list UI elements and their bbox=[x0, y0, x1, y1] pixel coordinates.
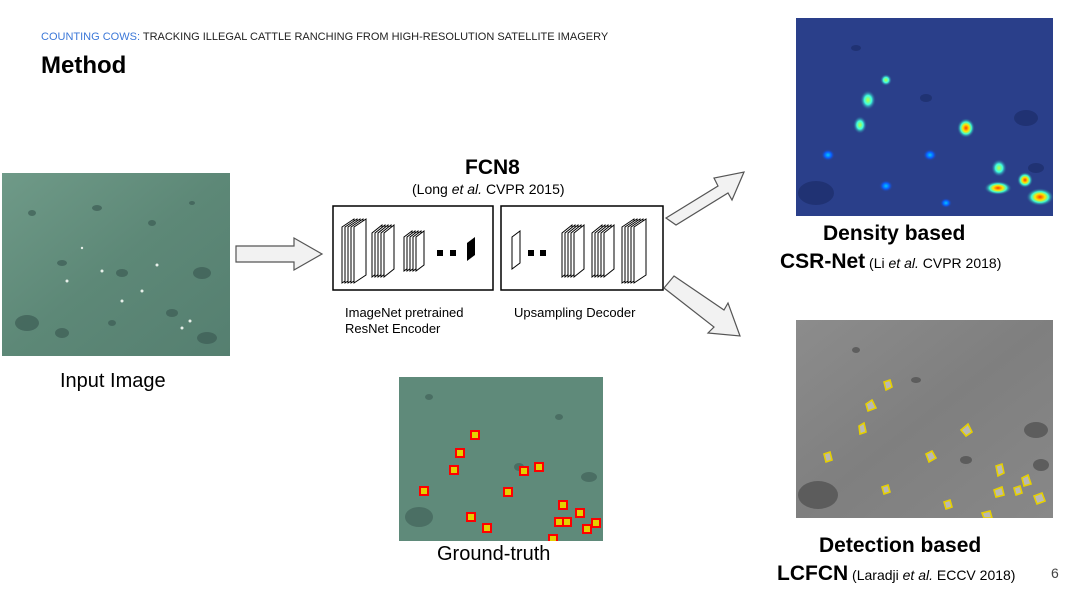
density-model-name: CSR-Net bbox=[780, 250, 866, 273]
density-cite-em: et al. bbox=[888, 255, 919, 271]
fcn-citation-post: CVPR 2015) bbox=[482, 181, 565, 197]
encoder-label-line1: ImageNet pretrained bbox=[345, 305, 464, 320]
density-heatmap-image bbox=[796, 18, 1053, 216]
density-cite-pre: (Li bbox=[865, 255, 889, 271]
density-label-line1: Density based bbox=[823, 222, 966, 245]
ground-truth-image bbox=[399, 377, 603, 541]
header-text: TRACKING ILLEGAL CATTLE RANCHING FROM HI… bbox=[140, 31, 609, 43]
density-label-line2: CSR-Net (Li et al. CVPR 2018) bbox=[780, 250, 1001, 274]
detection-cite-post: ECCV 2018) bbox=[932, 567, 1016, 583]
encoder-block bbox=[332, 205, 494, 291]
density-cite-post: CVPR 2018) bbox=[918, 255, 1002, 271]
slide-header: COUNTING COWS: TRACKING ILLEGAL CATTLE R… bbox=[41, 31, 608, 43]
detection-label-line1: Detection based bbox=[819, 534, 982, 557]
detection-label-line2: LCFCN (Laradji et al. ECCV 2018) bbox=[777, 562, 1015, 586]
input-satellite-image bbox=[2, 173, 230, 356]
detection-cite-em: et al. bbox=[902, 567, 933, 583]
fcn-title: FCN8 bbox=[465, 156, 520, 179]
encoder-label-line2: ResNet Encoder bbox=[345, 321, 441, 336]
header-accent: COUNTING COWS: bbox=[41, 31, 140, 43]
fcn-citation: (Long et al. CVPR 2015) bbox=[412, 181, 565, 197]
fcn-citation-em: et al. bbox=[451, 181, 483, 197]
detection-result-image bbox=[796, 320, 1053, 518]
arrow-input-to-fcn bbox=[235, 236, 324, 272]
decoder-label: Upsampling Decoder bbox=[514, 305, 636, 320]
arrow-to-detection bbox=[663, 275, 741, 337]
detection-cite-pre: (Laradji bbox=[848, 567, 903, 583]
arrow-to-density bbox=[664, 171, 746, 226]
detection-model-name: LCFCN bbox=[777, 562, 849, 585]
fcn-citation-pre: (Long bbox=[412, 181, 452, 197]
slide-title: Method bbox=[41, 52, 127, 79]
page-number: 6 bbox=[1051, 565, 1059, 581]
input-image-caption: Input Image bbox=[60, 370, 166, 392]
decoder-block bbox=[500, 205, 664, 291]
encoder-label: ImageNet pretrained ResNet Encoder bbox=[345, 305, 464, 337]
ground-truth-caption: Ground-truth bbox=[437, 543, 551, 565]
